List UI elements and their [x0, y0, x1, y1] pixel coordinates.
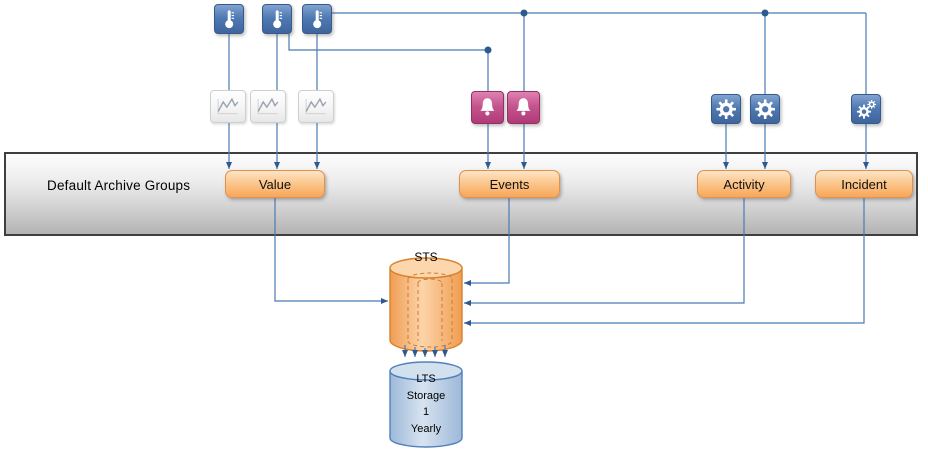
thermometer-icon: [262, 4, 292, 34]
connector-value-sts: [274, 198, 388, 304]
junction-dot: [484, 46, 492, 54]
gear-icon: [711, 94, 741, 124]
thermometer-glyph: [306, 8, 328, 30]
thermometer-icon: [302, 4, 332, 34]
double-gear-icon: [851, 94, 881, 124]
sts-cylinder: [389, 257, 463, 352]
line-chart-icon: [210, 90, 246, 123]
connector-events-sts: [464, 198, 510, 286]
alarm-bell-icon: [471, 91, 504, 124]
archive-group-activity-button: Activity: [697, 170, 791, 198]
sparkline-glyph: [254, 94, 281, 119]
gear-glyph: [754, 98, 776, 120]
double-gear-glyph: [855, 98, 877, 120]
sparkline-glyph: [214, 94, 241, 119]
junction-dot: [520, 9, 528, 17]
banner-title: Default Archive Groups: [47, 178, 191, 193]
line-chart-icon: [250, 90, 286, 123]
junction-dots: [484, 9, 769, 54]
junction-dot: [761, 9, 769, 17]
lts-label: LTS Storage 1 Yearly: [406, 373, 446, 435]
thermometer-glyph: [218, 8, 240, 30]
sparkline-glyph: [302, 94, 329, 119]
bell-glyph: [511, 95, 536, 120]
connector-activity-sts: [464, 198, 745, 306]
bell-glyph: [475, 95, 500, 120]
thermometer-icon: [214, 4, 244, 34]
thermometer-glyph: [266, 8, 288, 30]
gear-glyph: [715, 98, 737, 120]
sts-label: STS: [414, 250, 438, 264]
alarm-bell-icon: [507, 91, 540, 124]
archive-group-incident-button: Incident: [815, 170, 913, 198]
lts-cylinder: [389, 361, 463, 448]
archive-group-events-button: Events: [459, 170, 560, 198]
sts-sub-archives-dashed: [407, 272, 453, 348]
archive-group-value-button: Value: [225, 170, 325, 198]
connector-second-bus: [288, 34, 488, 51]
line-chart-icon: [298, 90, 334, 123]
gear-icon: [750, 94, 780, 124]
connector-incident-sts: [464, 198, 865, 326]
